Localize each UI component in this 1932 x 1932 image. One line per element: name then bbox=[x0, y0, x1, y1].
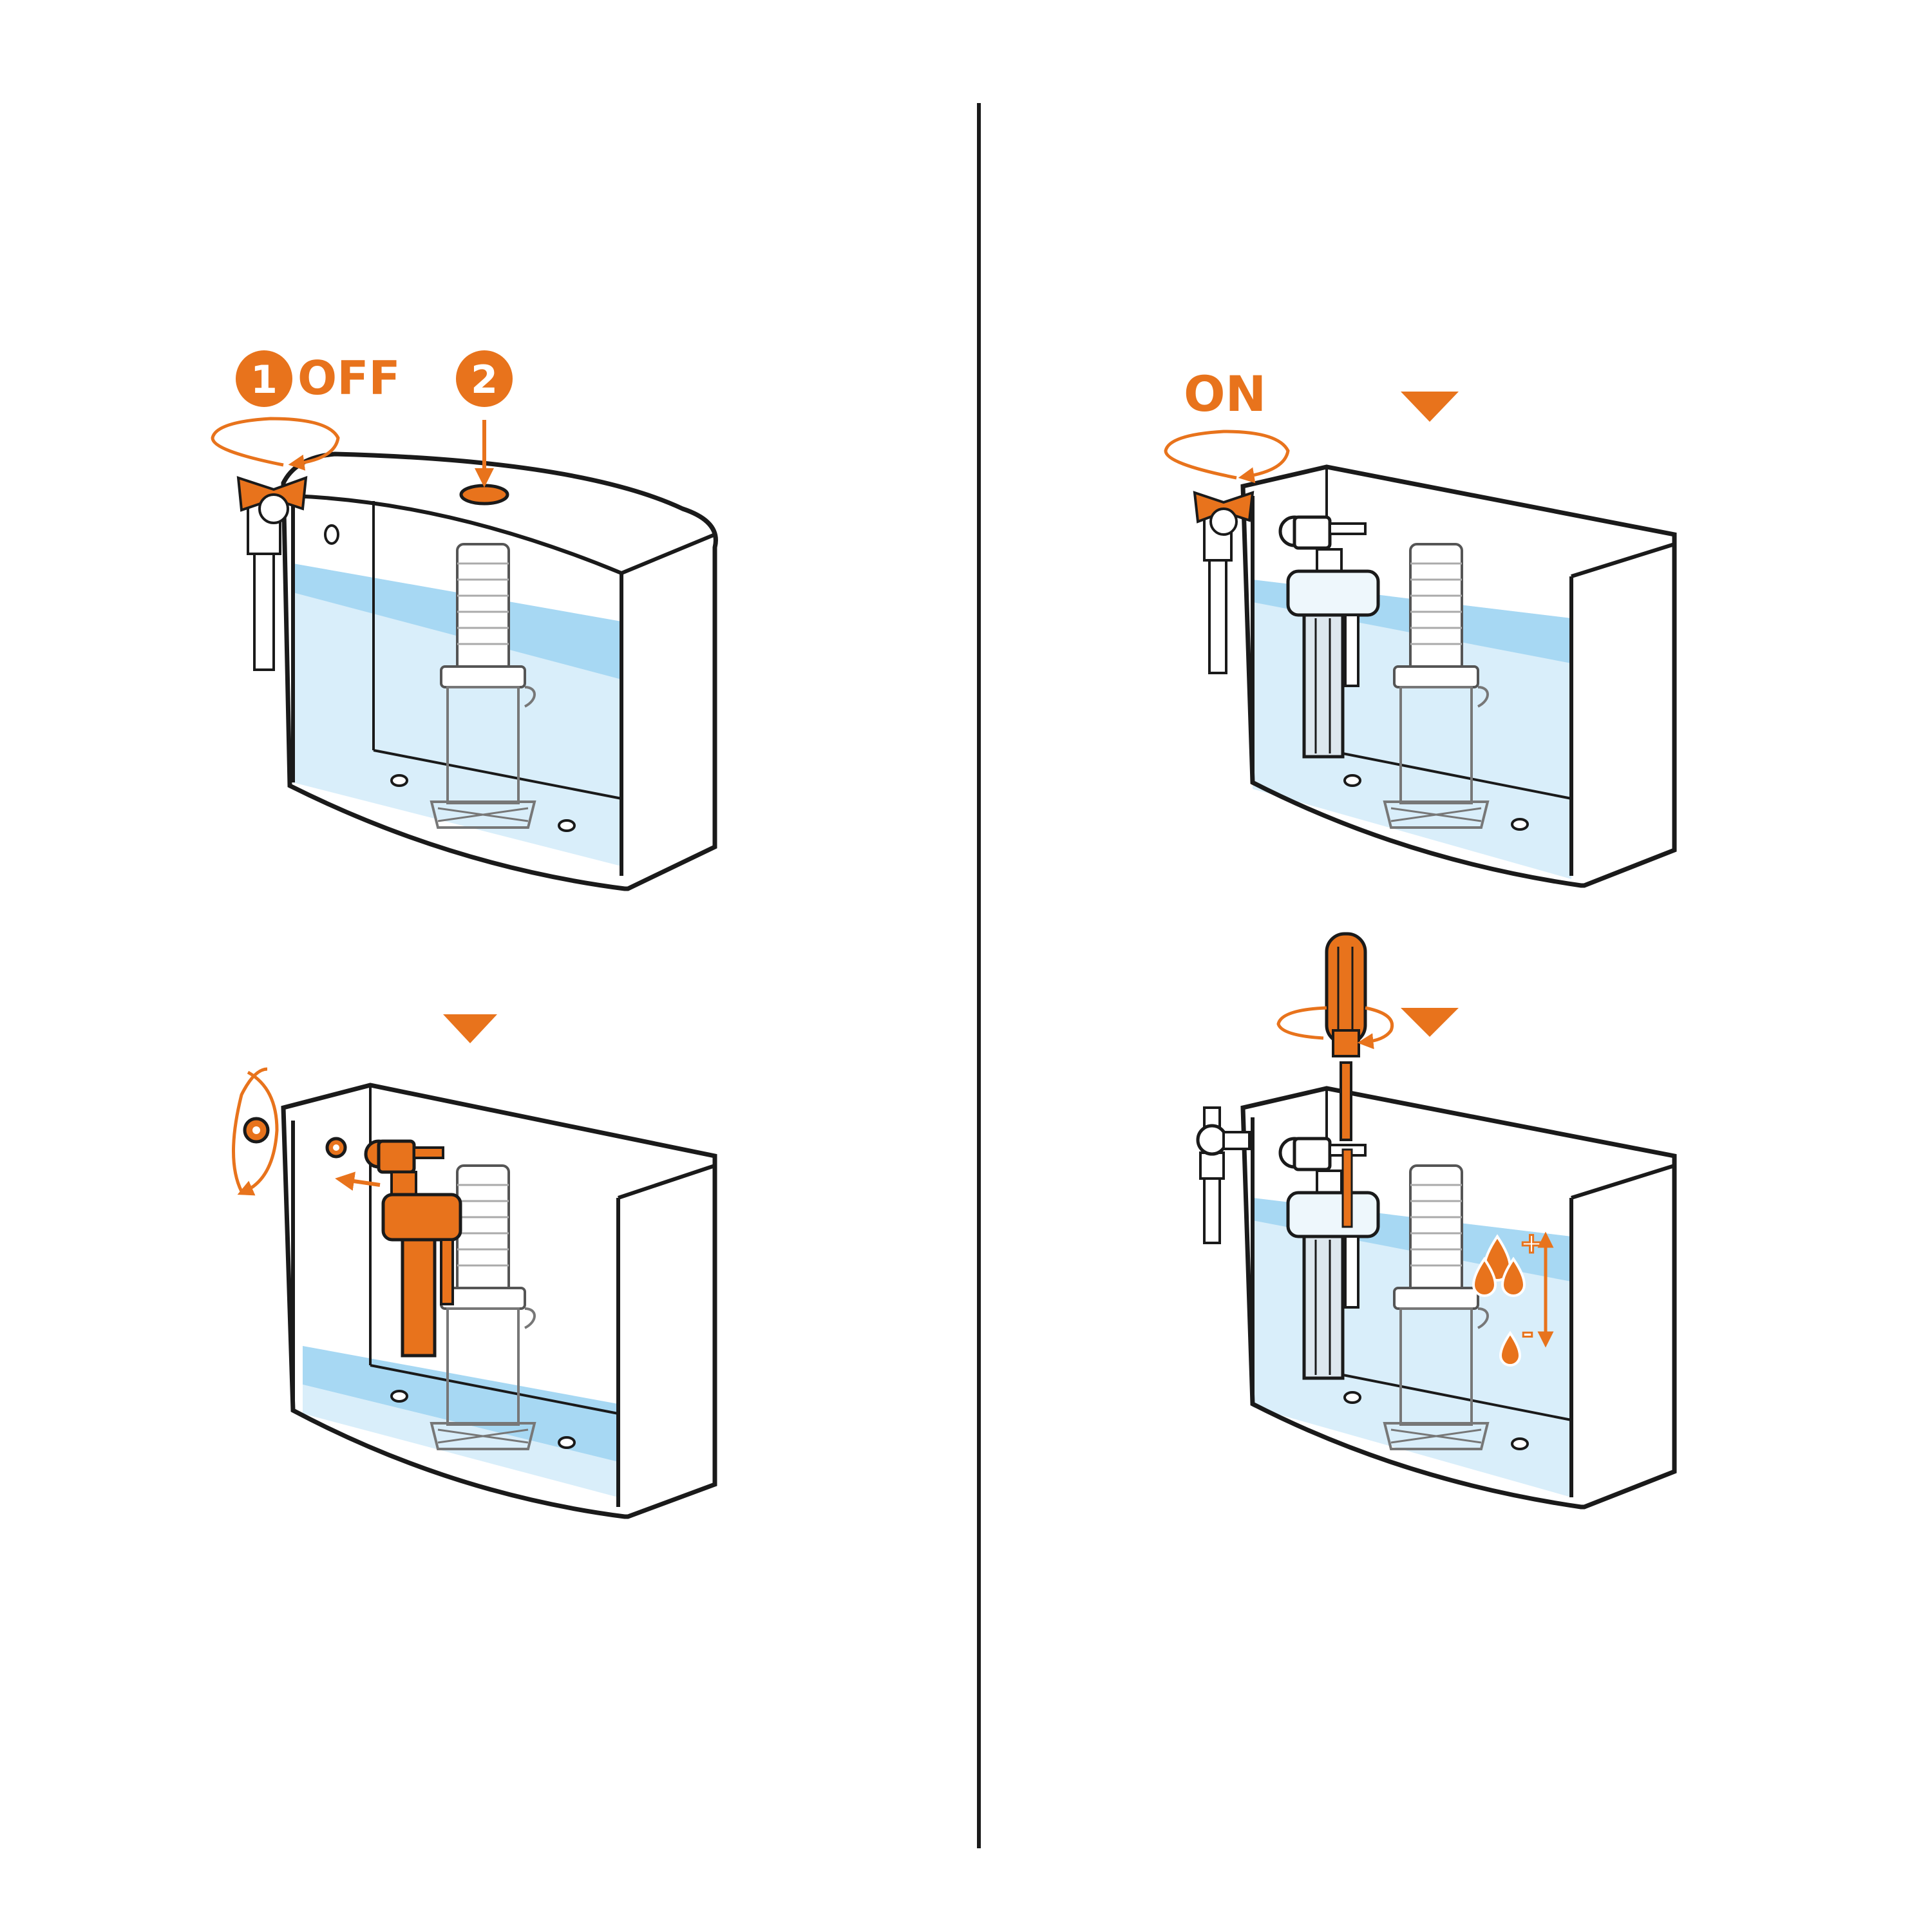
water-drop-icon bbox=[1472, 1234, 1526, 1367]
step-5-label: ON bbox=[1184, 365, 1266, 422]
valve-icon[interactable] bbox=[1193, 491, 1255, 536]
step-5-panel: ON bbox=[1164, 365, 1677, 888]
rotate-arrow-icon bbox=[1276, 1006, 1394, 1042]
step-1-number: 1 bbox=[251, 357, 278, 402]
step-1-badge bbox=[236, 350, 292, 407]
step-1-label: OFF bbox=[298, 351, 401, 405]
increase-sign: + bbox=[1520, 1227, 1544, 1260]
rotate-arrow-icon bbox=[1164, 430, 1290, 484]
step-3-panel bbox=[232, 1067, 717, 1519]
screwdriver-icon[interactable] bbox=[1325, 932, 1367, 1141]
decrease-sign: - bbox=[1522, 1317, 1533, 1350]
rotate-arrow-icon bbox=[232, 1067, 268, 1193]
step-2-number: 2 bbox=[471, 357, 498, 402]
valve-icon[interactable] bbox=[236, 476, 308, 524]
old-float-valve[interactable] bbox=[364, 1139, 462, 1358]
next-step-triangle-icon bbox=[443, 1014, 497, 1043]
next-step-triangle-icon bbox=[1401, 392, 1459, 422]
flush-button-icon[interactable] bbox=[459, 484, 509, 506]
rotate-arrow-icon bbox=[211, 417, 340, 471]
next-step-triangle-icon bbox=[1401, 1008, 1459, 1037]
step-1-2-panel: 1 OFF 2 bbox=[211, 350, 718, 891]
step-2-badge bbox=[456, 350, 513, 407]
step-6-panel: + - bbox=[1198, 932, 1677, 1510]
